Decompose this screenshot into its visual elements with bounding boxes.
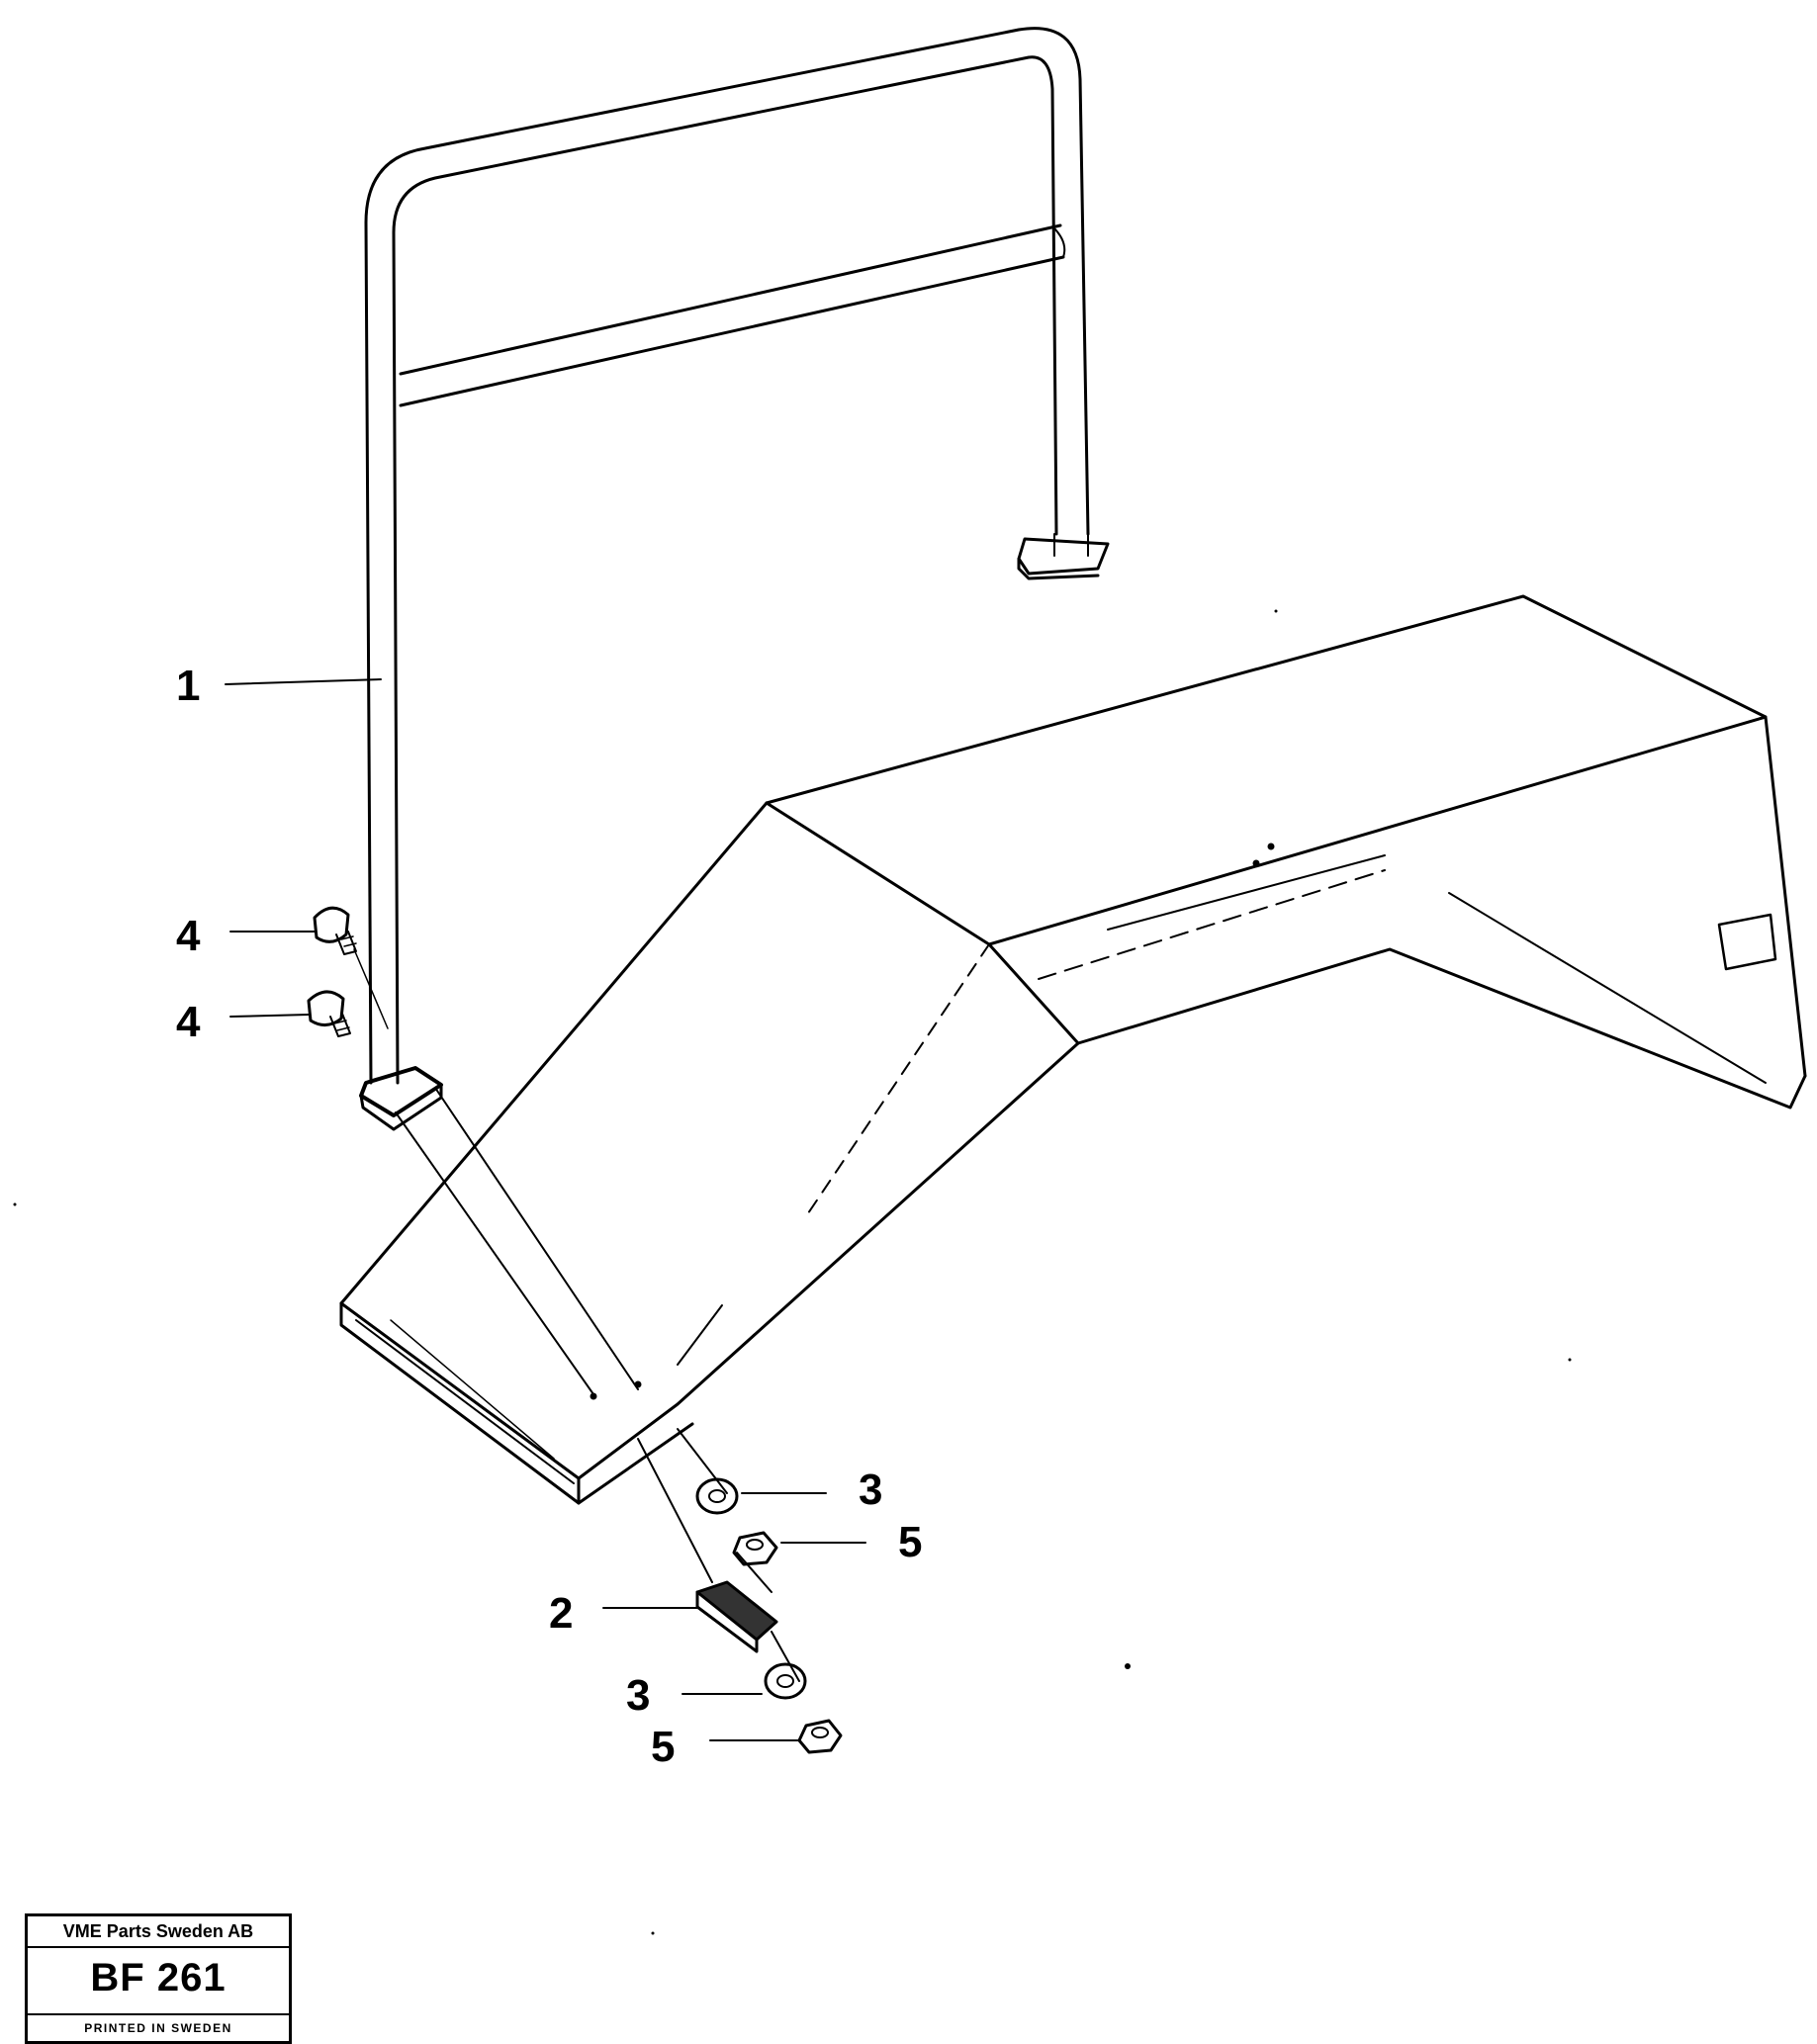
bolt-lower	[307, 990, 351, 1037]
fender	[339, 594, 1807, 1505]
company-name: VME Parts Sweden AB	[28, 1916, 289, 1948]
callout-4-upper: 4	[176, 912, 201, 960]
callout-3-upper: 3	[859, 1466, 883, 1514]
callout-5-upper: 5	[898, 1518, 923, 1566]
hole-marker	[634, 1380, 642, 1388]
nut-upper	[732, 1531, 778, 1566]
hole-marker	[1267, 843, 1275, 850]
mounting-axis-lines	[395, 1087, 800, 1682]
leader-lines	[225, 678, 866, 1741]
hole-marker	[1252, 859, 1260, 867]
callout-4-lower: 4	[176, 998, 201, 1046]
handrail	[359, 27, 1110, 1131]
bolt-axis-line	[353, 948, 389, 1029]
callout-3-lower: 3	[626, 1671, 651, 1720]
washer-upper	[695, 1477, 739, 1515]
washer-lower	[764, 1662, 807, 1700]
title-block: VME Parts Sweden AB BF 261 PRINTED IN SW…	[25, 1913, 292, 2044]
clamp-plate	[695, 1580, 778, 1653]
nut-lower	[797, 1719, 843, 1754]
callout-1: 1	[176, 662, 201, 710]
printed-note: PRINTED IN SWEDEN	[28, 2013, 289, 2041]
callout-2: 2	[549, 1589, 574, 1638]
drawing-code: BF 261	[90, 1956, 227, 2000]
hole-marker	[590, 1392, 597, 1400]
bolt-upper	[313, 906, 357, 955]
callout-5-lower: 5	[651, 1723, 676, 1771]
